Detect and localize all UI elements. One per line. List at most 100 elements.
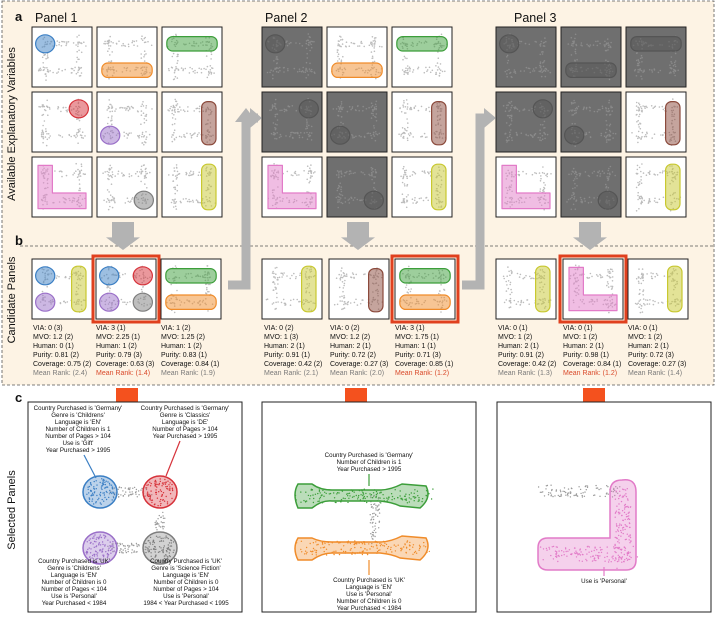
scatter-point — [170, 106, 172, 108]
scatter-point — [126, 304, 128, 306]
scatter-point — [58, 44, 60, 46]
scatter-point — [164, 501, 165, 502]
scatter-point — [525, 275, 527, 277]
scatter-point — [62, 136, 64, 138]
scatter-point — [59, 42, 61, 44]
scatter-point — [647, 299, 649, 301]
scatter-point — [194, 72, 196, 74]
scatter-point — [547, 485, 548, 486]
scatter-point — [588, 202, 590, 204]
scatter-point — [106, 201, 108, 203]
scatter-point — [65, 45, 67, 47]
scatter-point — [341, 186, 343, 188]
scatter-point — [290, 132, 292, 134]
scatter-point — [332, 542, 333, 543]
scatter-point — [110, 45, 112, 47]
scatter-point — [423, 542, 424, 543]
scatter-point — [198, 172, 200, 174]
scatter-point — [121, 172, 123, 174]
scatter-point — [362, 543, 363, 544]
scatter-point — [510, 107, 512, 109]
scatter-point — [174, 123, 176, 125]
scatter-point — [41, 134, 43, 136]
scatter-point — [406, 176, 408, 178]
scatter-point — [570, 198, 572, 200]
scatter-point — [594, 494, 595, 495]
scatter-point — [372, 105, 374, 107]
selected-panels-title: Selected Panels — [6, 470, 18, 550]
scatter-point — [75, 170, 77, 172]
scatter-point — [404, 170, 406, 172]
scatter-point — [43, 114, 45, 116]
scatter-point — [176, 62, 178, 64]
scatter-point — [198, 68, 200, 70]
scatter-point — [306, 126, 308, 128]
scatter-point — [140, 106, 142, 108]
scatter-point — [96, 488, 97, 489]
scatter-point — [608, 44, 610, 46]
scatter-point — [615, 531, 616, 532]
scatter-point — [170, 493, 171, 494]
scatter-point — [612, 276, 614, 278]
scatter-point — [110, 41, 112, 43]
scatter-point — [123, 45, 125, 47]
scatter-point — [275, 302, 277, 304]
scatter-point — [274, 287, 276, 289]
scatter-point — [506, 56, 508, 58]
scatter-point — [163, 547, 164, 548]
scatter-point — [118, 545, 119, 546]
scatter-point — [364, 544, 365, 545]
metric-purity: Purity: 0.72 (2) — [330, 352, 376, 359]
scatter-point — [269, 110, 271, 112]
scatter-point — [422, 498, 423, 499]
scatter-point — [379, 549, 380, 550]
scatter-point — [73, 70, 75, 72]
scatter-point — [103, 501, 104, 502]
scatter-point — [530, 134, 532, 136]
scatter-point — [207, 66, 209, 68]
scatter-point — [671, 68, 673, 70]
scatter-point — [511, 105, 513, 107]
scatter-point — [354, 197, 356, 199]
scatter-point — [159, 515, 160, 516]
scatter-point — [604, 135, 606, 137]
scatter-point — [108, 548, 109, 549]
scatter-point — [77, 169, 79, 171]
scatter-point — [100, 502, 101, 503]
scatter-point — [360, 499, 361, 500]
scatter-point — [319, 500, 320, 501]
scatter-point — [340, 279, 342, 281]
scatter-point — [124, 273, 126, 275]
scatter-point — [267, 72, 269, 74]
scatter-point — [190, 201, 192, 203]
scatter-point — [636, 110, 638, 112]
scatter-point — [540, 180, 542, 182]
scatter-point — [586, 134, 588, 136]
scatter-point — [157, 484, 158, 485]
scatter-point — [276, 56, 278, 58]
metric-mvo: MVO: 1.25 (2) — [161, 334, 205, 341]
scatter-point — [125, 545, 126, 546]
variable-thumbnail — [327, 92, 387, 152]
scatter-point — [126, 133, 128, 135]
scatter-point — [372, 513, 373, 514]
scatter-point — [440, 63, 442, 65]
scatter-point — [107, 174, 109, 176]
scatter-point — [316, 554, 317, 555]
scatter-point — [606, 285, 608, 287]
scatter-point — [306, 552, 307, 553]
scatter-point — [78, 59, 80, 61]
scatter-point — [203, 68, 205, 70]
scatter-point — [649, 201, 651, 203]
scatter-point — [583, 106, 585, 108]
scatter-point — [643, 69, 645, 71]
scatter-point — [157, 518, 158, 519]
scatter-point — [161, 496, 162, 497]
scatter-point — [409, 497, 410, 498]
scatter-point — [273, 60, 275, 62]
cluster-green — [166, 269, 216, 283]
scatter-point — [111, 485, 112, 486]
scatter-point — [300, 273, 302, 275]
scatter-point — [407, 108, 409, 110]
scatter-point — [111, 51, 113, 53]
